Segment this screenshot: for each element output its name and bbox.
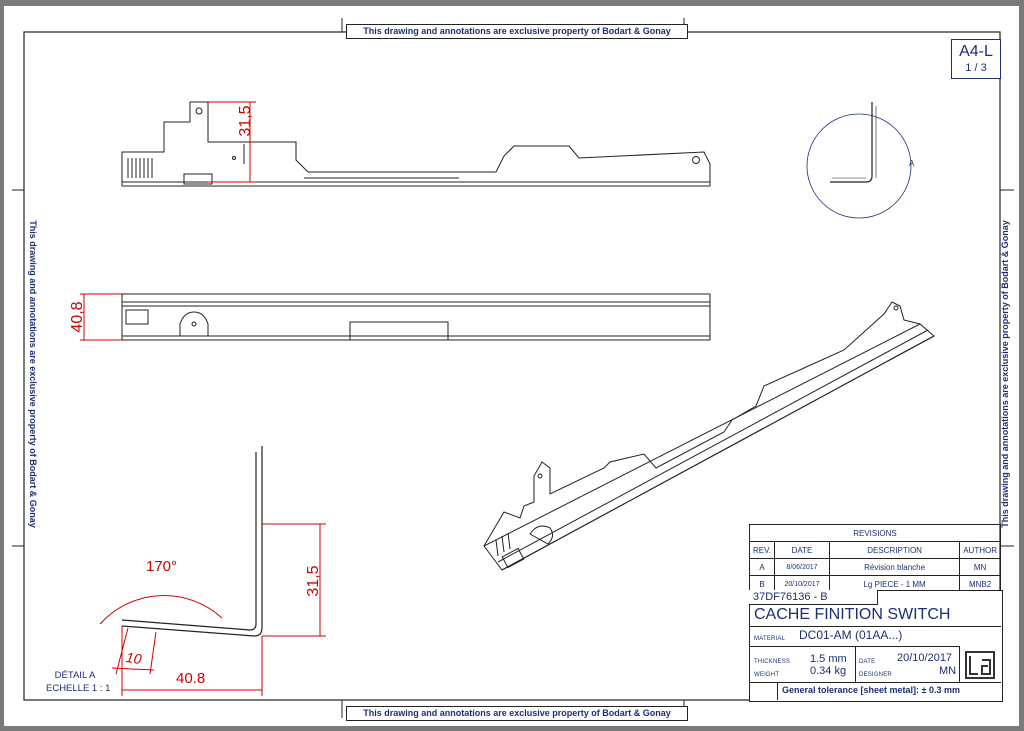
notice-left-wrap: This drawing and annotations are exclusi…	[28, 214, 42, 534]
notice-right-wrap: This drawing and annotations are exclusi…	[1000, 214, 1014, 534]
thickness-label: THICKNESS	[754, 659, 791, 665]
format-size: A4-L	[959, 43, 993, 60]
detail-caption: DÉTAIL A ECHELLE 1 : 1	[46, 669, 110, 695]
part-number: 37DF76136 - B	[749, 590, 878, 605]
date-label: DATE	[859, 659, 876, 665]
rev-cell-date: 8/06/2017	[774, 558, 830, 576]
title-block: REVISIONS REV. DATE DESCRIPTION AUTHOR A…	[749, 524, 1001, 593]
company-logo	[959, 646, 1001, 682]
table-row: B 20/10/2017 Lg PIECE - 1 MM MNB2	[749, 575, 1001, 593]
material-label: MATERIAL	[754, 636, 786, 642]
notice-bottom: This drawing and annotations are exclusi…	[346, 706, 688, 721]
rev-cell-description: Révision blanche	[828, 558, 961, 576]
rev-header-description: DESCRIPTION	[828, 541, 961, 559]
revisions-table: REVISIONS REV. DATE DESCRIPTION AUTHOR A…	[749, 524, 1001, 593]
detail-callout-label: A	[909, 159, 915, 168]
dim-detail-height: 31,5	[305, 565, 322, 597]
title-divider	[749, 626, 1001, 627]
tolerance-sep	[777, 682, 778, 700]
part-title: CACHE FINITION SWITCH	[754, 606, 951, 623]
page-number: 1 / 3	[965, 62, 987, 74]
weight-value: 0.34 kg	[810, 665, 847, 677]
material-value: DC01-AM (01AA...)	[799, 628, 903, 642]
dim-detail-width: 40.8	[176, 670, 206, 687]
tolerance-divider	[749, 682, 1001, 683]
format-box: A4-L 1 / 3	[951, 39, 1001, 79]
side-view	[121, 293, 711, 341]
detail-caption-name: DÉTAIL A	[54, 670, 96, 681]
dim-top-height: 31,5	[237, 105, 254, 137]
date-divider	[855, 646, 856, 682]
notice-left: This drawing and annotations are exclusi…	[28, 220, 38, 528]
weight-label: WEIGHT	[754, 672, 780, 678]
thickness-value: 1.5 mm	[810, 653, 847, 665]
iso-view	[483, 301, 935, 571]
logo-mark	[965, 651, 995, 679]
drawing-sheet: This drawing and annotations are exclusi…	[4, 6, 1019, 726]
rev-header-author: AUTHOR	[959, 541, 1001, 559]
rev-cell-author: MN	[959, 558, 1001, 576]
table-row: A 8/06/2017 Révision blanche MN	[749, 558, 1001, 576]
rev-cell-rev: A	[749, 558, 775, 576]
detail-caption-scale: ECHELLE 1 : 1	[46, 683, 111, 694]
dim-side-height: 40,8	[69, 301, 86, 333]
revisions-title: REVISIONS	[749, 524, 1001, 542]
rev-header-rev: REV.	[749, 541, 775, 559]
material-divider	[749, 646, 959, 647]
notice-right: This drawing and annotations are exclusi…	[1000, 220, 1010, 528]
designer-label: DESIGNER	[859, 672, 892, 678]
detail-a-view	[121, 446, 263, 637]
rev-header-date: DATE	[774, 541, 830, 559]
dim-detail-lip: 10	[124, 648, 143, 668]
top-view	[121, 101, 711, 187]
notice-top: This drawing and annotations are exclusi…	[346, 24, 688, 39]
date-value: 20/10/2017	[897, 652, 953, 664]
general-tolerance: General tolerance [sheet metal]: ± 0.3 m…	[782, 685, 961, 695]
detail-circle-a	[806, 102, 912, 219]
designer-value: MN	[939, 665, 957, 677]
drawing-canvas	[12, 18, 1014, 718]
dim-detail-angle: 170°	[146, 558, 178, 575]
